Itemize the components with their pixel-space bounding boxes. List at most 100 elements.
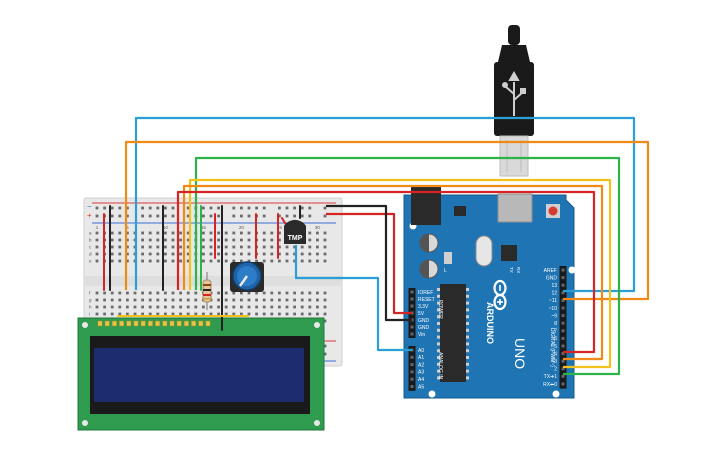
rail-hole[interactable]	[323, 206, 327, 210]
breadboard-hole[interactable]	[224, 245, 228, 249]
breadboard-hole[interactable]	[95, 305, 99, 309]
breadboard-hole[interactable]	[186, 231, 190, 235]
rail-hole[interactable]	[323, 344, 327, 348]
breadboard-hole[interactable]	[232, 238, 236, 242]
breadboard-hole[interactable]	[171, 259, 175, 263]
rail-hole[interactable]	[285, 206, 289, 210]
breadboard-hole[interactable]	[293, 245, 296, 249]
breadboard-hole[interactable]	[293, 252, 296, 256]
header-pin[interactable]	[561, 314, 565, 318]
rail-hole[interactable]	[141, 206, 144, 210]
breadboard-hole[interactable]	[164, 291, 167, 295]
rail-hole[interactable]	[232, 206, 236, 210]
breadboard-hole[interactable]	[262, 291, 266, 295]
breadboard-hole[interactable]	[240, 231, 243, 235]
breadboard-hole[interactable]	[95, 231, 99, 235]
breadboard-hole[interactable]	[316, 238, 319, 242]
breadboard-hole[interactable]	[224, 291, 228, 295]
breadboard-hole[interactable]	[224, 238, 228, 242]
breadboard-hole[interactable]	[308, 305, 312, 309]
breadboard-hole[interactable]	[164, 238, 167, 242]
breadboard-hole[interactable]	[95, 291, 99, 295]
rail-hole[interactable]	[217, 206, 220, 210]
breadboard-hole[interactable]	[186, 298, 190, 302]
lcd-pin[interactable]	[133, 320, 139, 327]
breadboard-hole[interactable]	[217, 305, 220, 309]
breadboard-hole[interactable]	[148, 312, 152, 316]
header-pin[interactable]	[410, 304, 414, 308]
breadboard-hole[interactable]	[171, 245, 175, 249]
rail-hole[interactable]	[202, 214, 205, 218]
header-pin[interactable]	[561, 298, 565, 302]
breadboard-hole[interactable]	[164, 245, 167, 249]
breadboard-hole[interactable]	[278, 312, 281, 316]
breadboard-hole[interactable]	[209, 305, 213, 309]
rail-hole[interactable]	[217, 214, 220, 218]
header-pin[interactable]	[410, 290, 414, 294]
wires[interactable]	[124, 116, 650, 376]
breadboard-hole[interactable]	[217, 291, 220, 295]
wire-red-pin5[interactable]	[176, 190, 596, 354]
breadboard-hole[interactable]	[126, 291, 129, 295]
header-pin[interactable]	[561, 374, 565, 378]
breadboard-hole[interactable]	[148, 291, 152, 295]
breadboard-hole[interactable]	[179, 252, 182, 256]
breadboard-hole[interactable]	[232, 312, 236, 316]
rail-hole[interactable]	[171, 214, 175, 218]
breadboard-hole[interactable]	[232, 298, 236, 302]
breadboard-hole[interactable]	[232, 291, 236, 295]
breadboard-hole[interactable]	[262, 245, 266, 249]
breadboard-hole[interactable]	[141, 238, 144, 242]
breadboard-hole[interactable]	[148, 231, 152, 235]
rail-hole[interactable]	[156, 206, 160, 210]
header-pin[interactable]	[410, 370, 414, 374]
breadboard-hole[interactable]	[255, 259, 258, 263]
breadboard-hole[interactable]	[255, 305, 258, 309]
breadboard-hole[interactable]	[270, 259, 274, 263]
breadboard-hole[interactable]	[270, 245, 274, 249]
breadboard-hole[interactable]	[202, 259, 205, 263]
breadboard-hole[interactable]	[141, 305, 144, 309]
breadboard-hole[interactable]	[240, 245, 243, 249]
rail-hole[interactable]	[202, 206, 205, 210]
breadboard-hole[interactable]	[141, 245, 144, 249]
lcd-pin[interactable]	[198, 320, 204, 327]
breadboard-hole[interactable]	[278, 231, 281, 235]
rail-hole[interactable]	[164, 206, 167, 210]
breadboard-hole[interactable]	[148, 305, 152, 309]
rail-hole[interactable]	[323, 214, 327, 218]
breadboard-hole[interactable]	[148, 259, 152, 263]
breadboard-hole[interactable]	[110, 238, 114, 242]
breadboard-hole[interactable]	[285, 305, 289, 309]
breadboard-hole[interactable]	[285, 291, 289, 295]
breadboard-hole[interactable]	[247, 252, 251, 256]
lcd-pin[interactable]	[126, 320, 132, 327]
breadboard-hole[interactable]	[224, 298, 228, 302]
rail-hole[interactable]	[300, 206, 304, 210]
breadboard-hole[interactable]	[270, 298, 274, 302]
breadboard-hole[interactable]	[316, 231, 319, 235]
breadboard-hole[interactable]	[323, 238, 327, 242]
header-pin[interactable]	[561, 321, 565, 325]
breadboard-hole[interactable]	[255, 312, 258, 316]
header-pin[interactable]	[561, 291, 565, 295]
breadboard-hole[interactable]	[293, 298, 296, 302]
breadboard-hole[interactable]	[156, 312, 160, 316]
breadboard-hole[interactable]	[156, 291, 160, 295]
rail-hole[interactable]	[148, 206, 152, 210]
breadboard-hole[interactable]	[300, 312, 304, 316]
breadboard-hole[interactable]	[126, 238, 129, 242]
breadboard-hole[interactable]	[156, 252, 160, 256]
breadboard-hole[interactable]	[247, 298, 251, 302]
rail-hole[interactable]	[262, 214, 266, 218]
breadboard-hole[interactable]	[224, 252, 228, 256]
breadboard-hole[interactable]	[224, 305, 228, 309]
rail-hole[interactable]	[141, 214, 144, 218]
rail-hole[interactable]	[171, 206, 175, 210]
breadboard-hole[interactable]	[278, 259, 281, 263]
breadboard-hole[interactable]	[278, 238, 281, 242]
breadboard-hole[interactable]	[103, 312, 106, 316]
rail-hole[interactable]	[232, 214, 236, 218]
breadboard-hole[interactable]	[186, 259, 190, 263]
breadboard-hole[interactable]	[186, 312, 190, 316]
